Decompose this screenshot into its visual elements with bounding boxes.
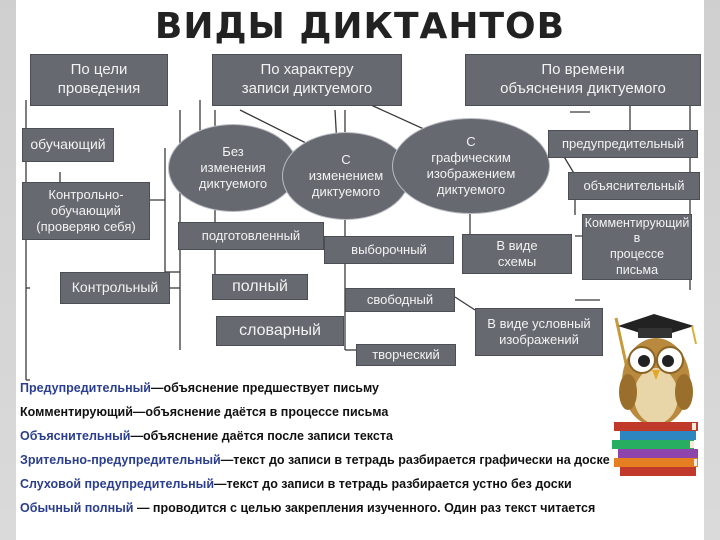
definition-term: Обычный полный bbox=[20, 501, 134, 514]
type-conventional: В виде условный изображений bbox=[475, 308, 603, 356]
definitions-list: Предупредительный—объяснение предшествуе… bbox=[20, 380, 710, 514]
definition-text: — проводится с целью закрепления изученн… bbox=[133, 501, 596, 514]
type-preliminary: предупредительный bbox=[548, 130, 698, 158]
left-border-stripe bbox=[0, 0, 16, 540]
definition-item: Слуховой предупредительный—текст до запи… bbox=[20, 476, 710, 492]
type-control: Контрольный bbox=[60, 272, 170, 304]
type-changed: С изменением диктуемого bbox=[282, 132, 410, 220]
type-vocabulary: словарный bbox=[216, 316, 344, 346]
type-scheme: В виде схемы bbox=[462, 234, 572, 274]
type-graphic: С графическим изображением диктуемого bbox=[392, 118, 550, 214]
definition-term: Предупредительный bbox=[20, 381, 151, 395]
type-unchanged: Без изменения диктуемого bbox=[168, 124, 298, 212]
definition-text: —объяснение предшествует письму bbox=[150, 381, 379, 395]
definition-item: Объяснительный—объяснение даётся после з… bbox=[20, 428, 710, 444]
definition-item: Обычный полный — проводится с целью закр… bbox=[20, 500, 710, 514]
definition-term: Зрительно-предупредительный bbox=[20, 453, 221, 467]
definition-term: Объяснительный bbox=[20, 429, 131, 443]
type-teaching: обучающий bbox=[22, 128, 114, 162]
type-creative: творческий bbox=[356, 344, 456, 366]
type-prepared: подготовленный bbox=[178, 222, 324, 250]
owl-with-books-illustration bbox=[612, 314, 698, 476]
page-title: ВИДЫ ДИКТАНТОВ bbox=[154, 6, 566, 47]
definition-text: —текст до записи в тетрадь разбирается г… bbox=[220, 453, 610, 467]
type-full: полный bbox=[212, 274, 308, 300]
definition-term: Слуховой предупредительный bbox=[20, 477, 215, 491]
category-time: По времени объяснения диктуемого bbox=[465, 54, 701, 106]
definition-item: Предупредительный—объяснение предшествуе… bbox=[20, 380, 710, 396]
type-selective: выборочный bbox=[324, 236, 454, 264]
type-explanatory: объяснительный bbox=[568, 172, 700, 200]
right-border-stripe bbox=[704, 0, 720, 540]
definition-text: —объяснение даётся в процессе письма bbox=[132, 405, 389, 419]
definition-item: Зрительно-предупредительный—текст до зап… bbox=[20, 452, 710, 468]
definition-item: Комментирующий—объяснение даётся в проце… bbox=[20, 404, 710, 420]
definition-text: —объяснение даётся после записи текста bbox=[130, 429, 393, 443]
type-commenting: Комментирующий в процессе письма bbox=[582, 214, 692, 280]
type-free: свободный bbox=[345, 288, 455, 312]
type-control-teaching: Контрольно- обучающий (проверяю себя) bbox=[22, 182, 150, 240]
definition-text: —текст до записи в тетрадь разбирается у… bbox=[214, 477, 572, 491]
category-character: По характеру записи диктуемого bbox=[212, 54, 402, 106]
definition-term: Комментирующий bbox=[20, 405, 133, 419]
category-goal: По цели проведения bbox=[30, 54, 168, 106]
